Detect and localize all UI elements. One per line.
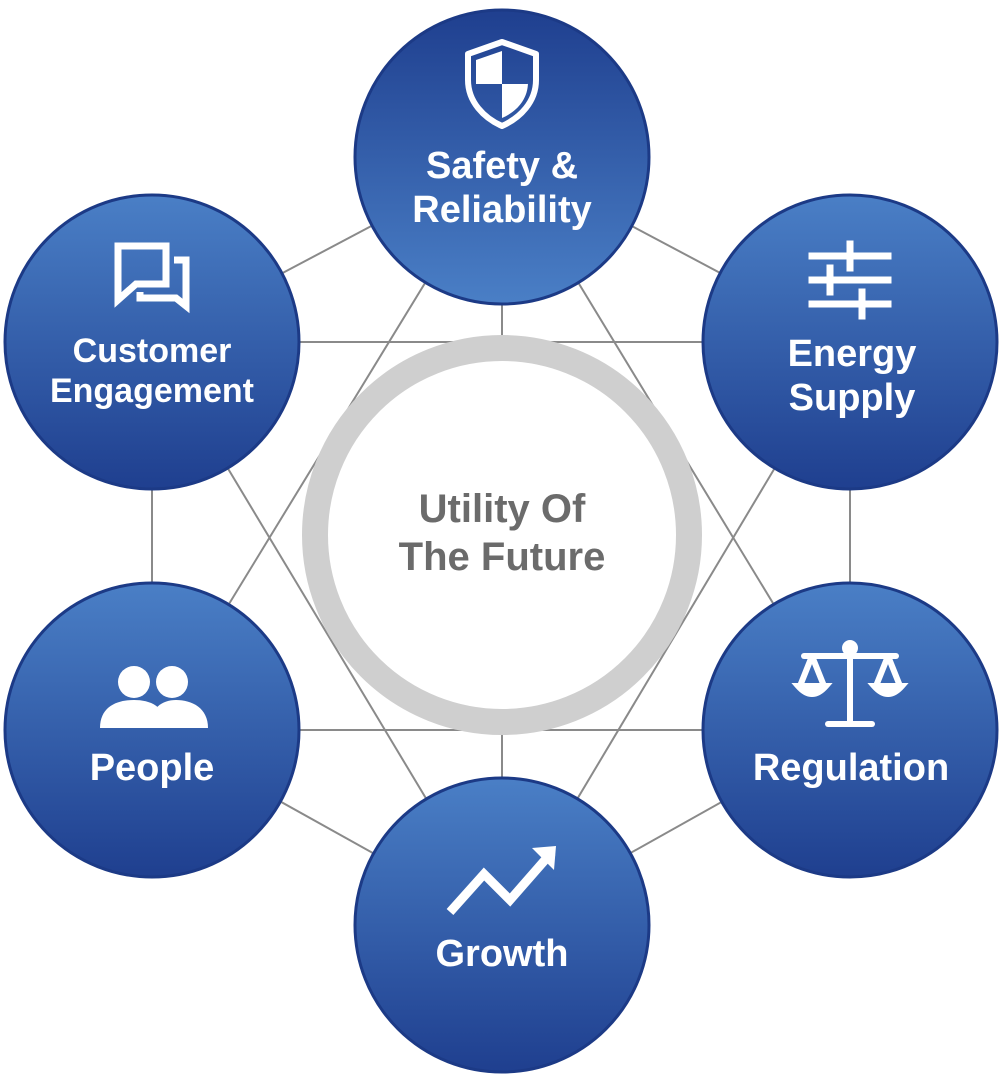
node-energy-supply: Energy Supply <box>701 193 999 491</box>
chat-bubbles-icon <box>114 242 190 314</box>
node-label-line: Supply <box>789 377 916 419</box>
sliders-icon <box>808 240 892 320</box>
center-ring <box>302 335 702 735</box>
node-label-line: Engagement <box>50 372 254 410</box>
node-label-line: Regulation <box>753 747 949 789</box>
center-title-line-2: The Future <box>399 535 606 579</box>
scales-icon <box>791 640 909 727</box>
node-customer-engagement: Customer Engagement <box>3 193 301 491</box>
center-title-line-1: Utility Of <box>419 487 586 531</box>
center-hub: Utility Of The Future <box>302 335 702 735</box>
people-icon <box>100 666 208 728</box>
shield-icon <box>465 39 539 129</box>
node-label-line: Reliability <box>412 189 592 231</box>
node-label-line: People <box>90 747 215 789</box>
node-growth: Growth <box>353 776 651 1074</box>
node-label-line: Growth <box>436 933 569 975</box>
node-label-line: Energy <box>788 333 917 375</box>
trend-up-icon <box>446 846 556 916</box>
node-safety-reliability: Safety & Reliability <box>353 8 651 306</box>
node-regulation: Regulation <box>701 581 999 879</box>
node-label-line: Safety & <box>426 145 578 187</box>
node-people: People <box>3 581 301 879</box>
node-label-line: Customer <box>73 332 232 370</box>
